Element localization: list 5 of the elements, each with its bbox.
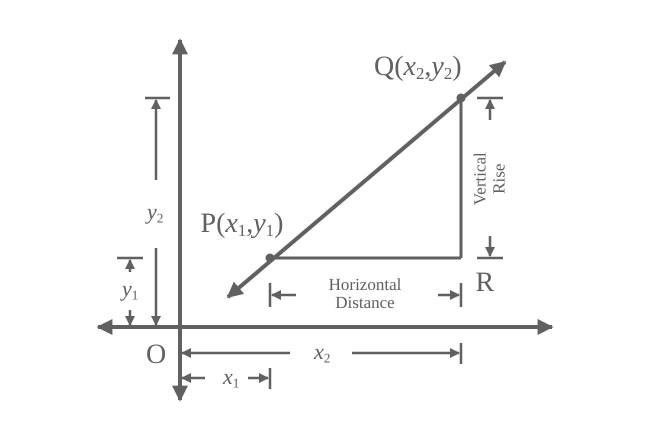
dimension-label: Vertical Rise <box>471 150 509 207</box>
origin-label: O <box>146 341 166 369</box>
point-label: P(x$_{1}$,y$_{1}$) <box>200 210 284 240</box>
point-label: Q(x$_{2}$,y$_{2}$) <box>374 53 462 83</box>
point-label: R <box>476 269 494 297</box>
